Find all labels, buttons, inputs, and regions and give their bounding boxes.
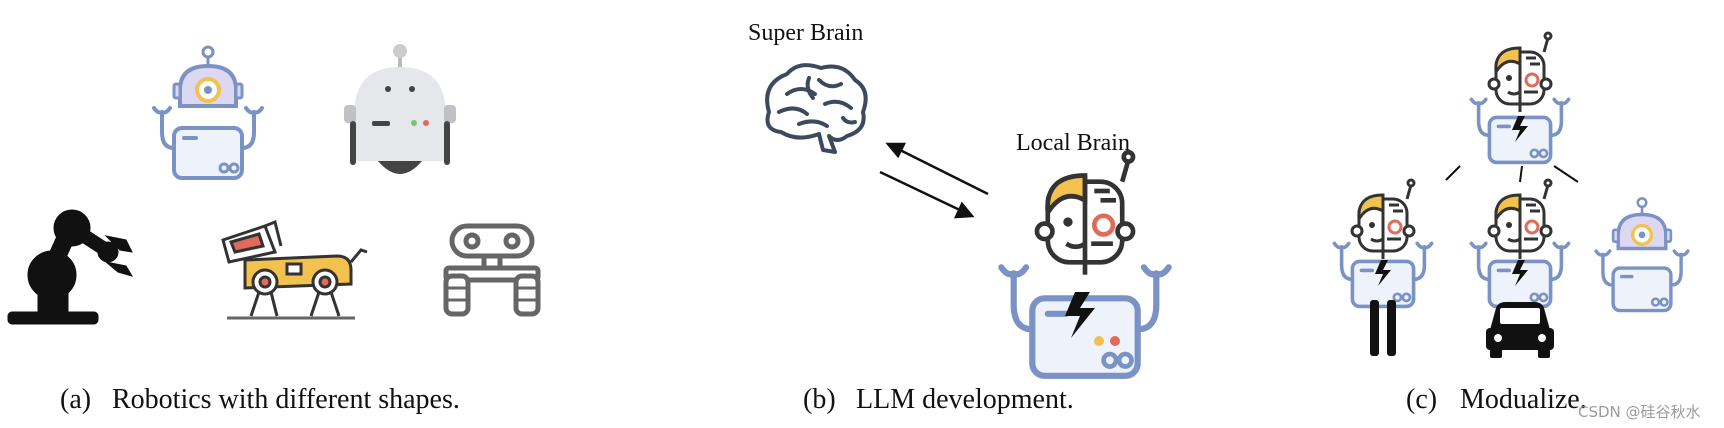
caption-a: Robotics with different shapes. (112, 384, 460, 415)
brain-icon (765, 63, 868, 154)
watermark: CSDN @硅谷秋水 (1578, 403, 1701, 421)
caption-c: Modualize. (1460, 384, 1587, 415)
panel-b: Super Brain Local Brain (b) L (748, 20, 1169, 415)
caption-c-tag: (c) (1406, 384, 1437, 415)
tracked-robot-icon (443, 223, 541, 317)
legged-cyborg-robot-icon (1332, 178, 1434, 356)
caption-a-tag: (a) (60, 384, 91, 415)
arrow-to-super-brain (885, 142, 989, 196)
caption-b-tag: (b) (803, 384, 836, 415)
cyborg-robot-icon (1001, 152, 1168, 376)
small-purple-robot-icon (1594, 196, 1690, 313)
top-cyborg-robot-icon (1469, 31, 1571, 165)
local-brain-label: Local Brain (1016, 130, 1130, 156)
dome-robot-icon (344, 44, 456, 174)
super-brain-label: Super Brain (748, 20, 863, 46)
arrow-to-local-brain (879, 170, 975, 219)
caption-b: LLM development. (856, 384, 1074, 415)
panel-c: (c) Modualize. (1332, 31, 1690, 415)
panel-a: (a) Robotics with different shapes. (7, 44, 541, 415)
purple-robot-icon (152, 45, 264, 180)
robot-dog-icon (221, 219, 368, 320)
connector-lines (1445, 165, 1579, 183)
robot-arm-icon (7, 209, 134, 325)
car-cyborg-robot-icon (1469, 178, 1571, 358)
